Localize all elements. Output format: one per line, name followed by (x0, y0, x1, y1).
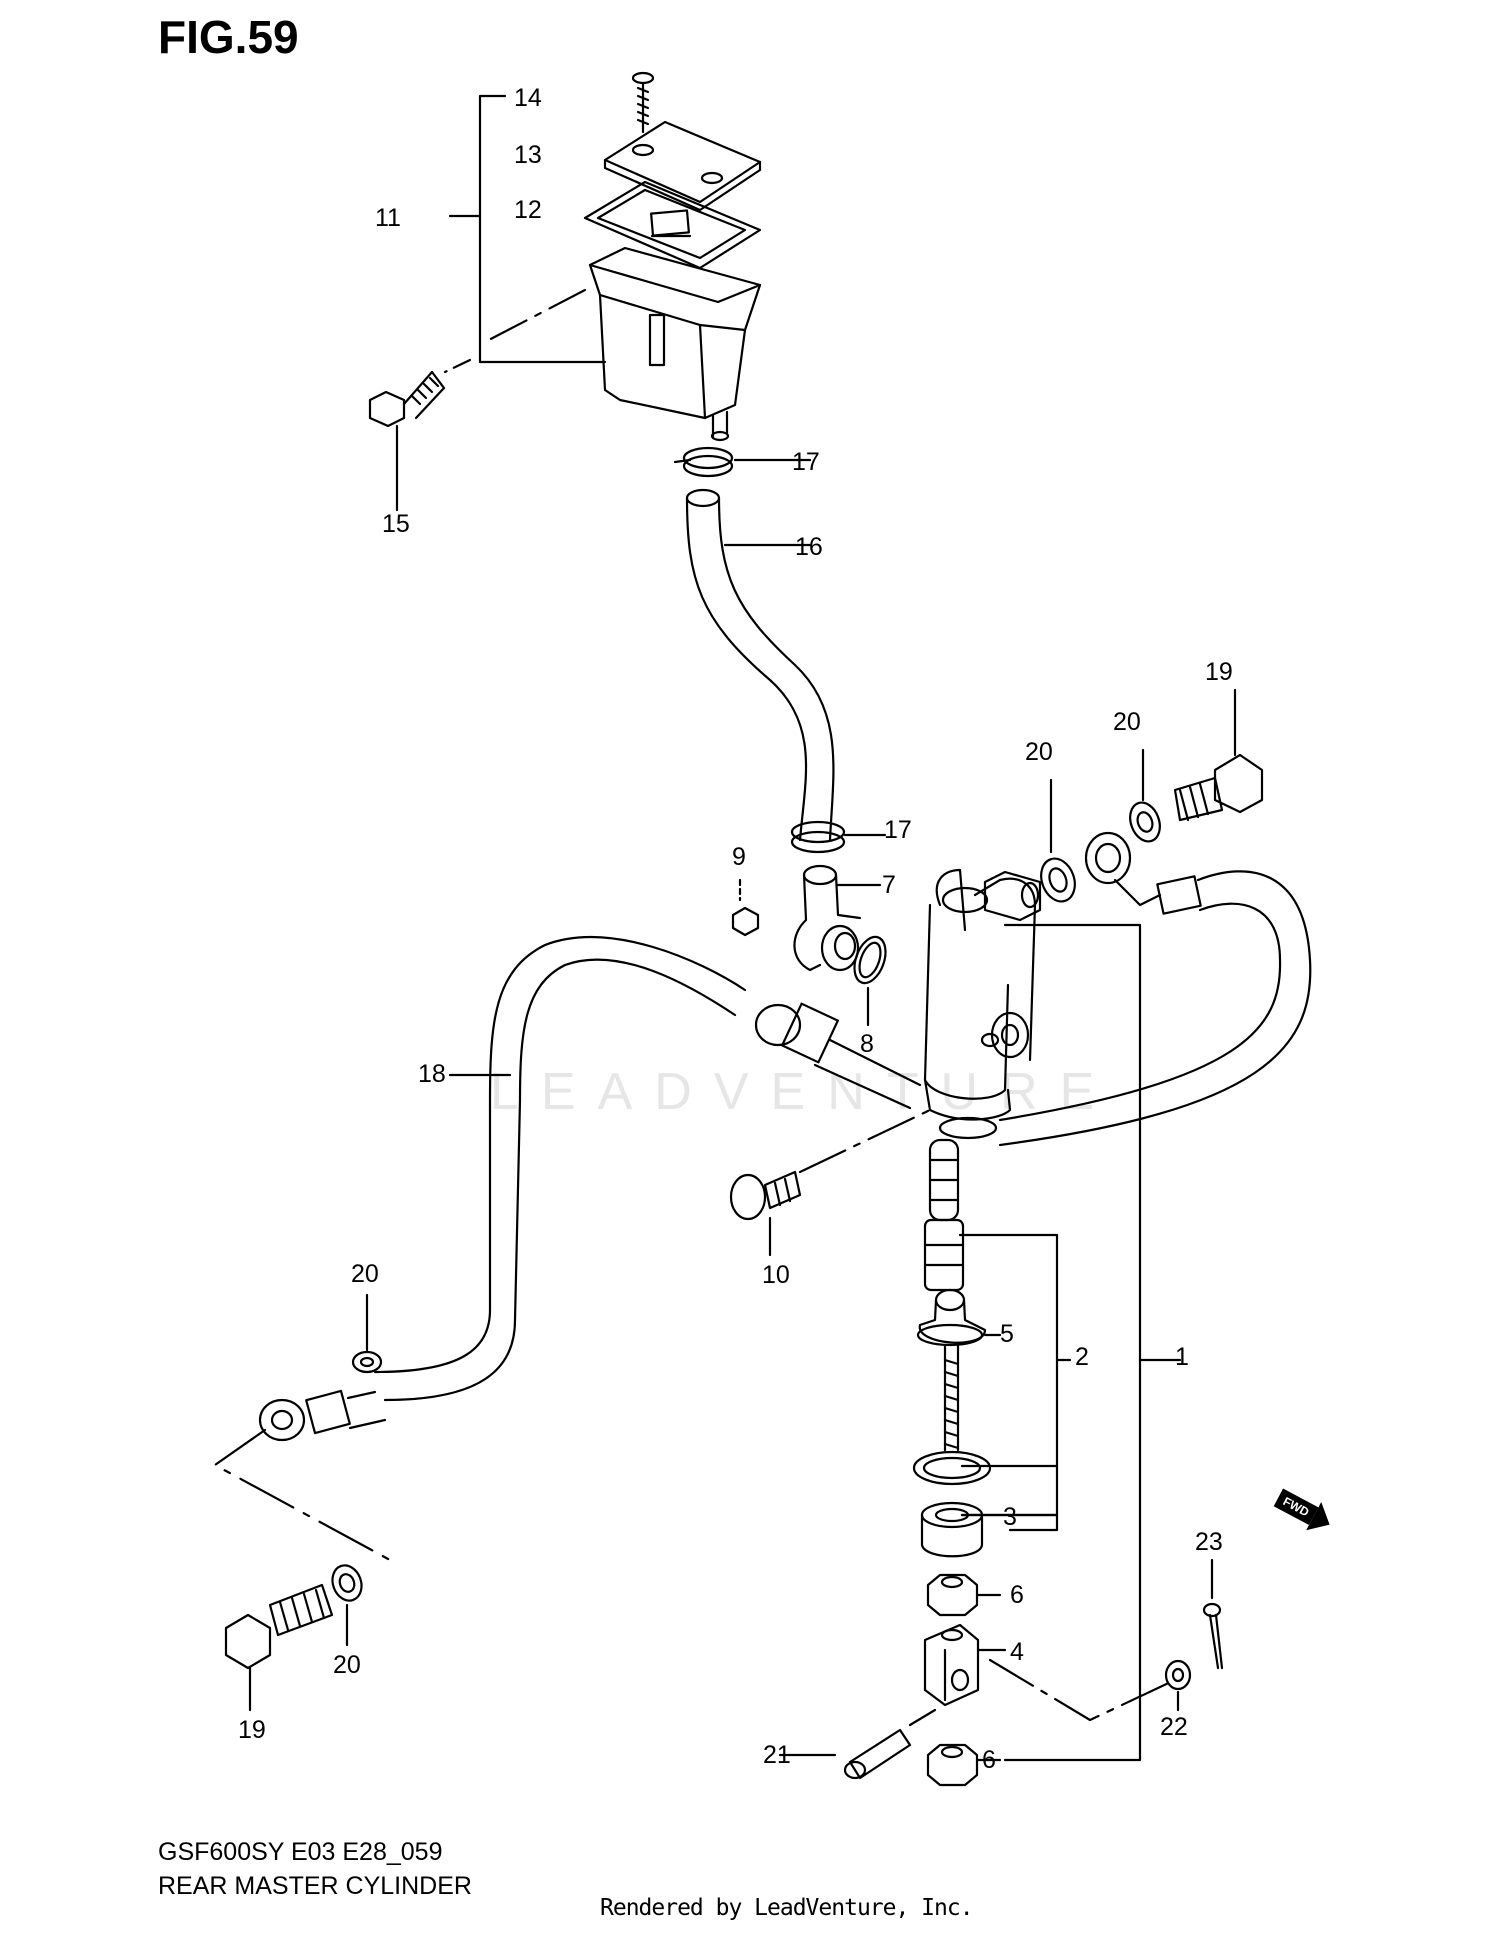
o-ring (853, 935, 887, 1027)
clevis (923, 1623, 1177, 1722)
hose-clamp-upper (673, 446, 812, 478)
callout-14: 14 (514, 84, 542, 112)
banjo-left (213, 1389, 392, 1562)
bolt-15 (368, 370, 446, 512)
washer-20-upper (1040, 778, 1076, 903)
callout-6-upper: 6 (1010, 1581, 1024, 1609)
nut-upper (926, 1573, 1002, 1617)
callout-6-lower: 6 (982, 1746, 996, 1774)
callout-7: 7 (882, 871, 896, 899)
section-name: REAR MASTER CYLINDER (158, 1872, 472, 1900)
callout-4: 4 (1010, 1638, 1024, 1666)
callout-20-left-lower: 20 (333, 1651, 361, 1679)
callout-1: 1 (1175, 1343, 1189, 1371)
callout-15: 15 (382, 510, 410, 538)
circlip (912, 1450, 992, 1486)
callout-23: 23 (1195, 1528, 1223, 1556)
callout-20-cylinder: 20 (1025, 738, 1053, 766)
callout-5: 5 (1000, 1320, 1014, 1348)
banjo-bolt-right (1173, 688, 1264, 822)
figure-title: FIG.59 (158, 11, 299, 63)
nut-lower (926, 1743, 1002, 1787)
screw-9 (731, 878, 760, 937)
callout-12: 12 (514, 196, 542, 224)
callout-17-upper: 17 (792, 448, 820, 476)
callout-13: 13 (514, 141, 542, 169)
diaphragm-plate (583, 180, 762, 270)
callout-11: 11 (375, 204, 401, 232)
screw-10 (729, 1108, 932, 1257)
boot (916, 1288, 1002, 1347)
callout-19-right: 19 (1205, 658, 1233, 686)
callout-20-left-upper: 20 (351, 1260, 379, 1288)
banjo-bolt-left (224, 1583, 334, 1712)
model-code: GSF600SY E03 E28_059 (158, 1838, 443, 1866)
callout-18: 18 (418, 1060, 446, 1088)
push-rod (943, 1343, 960, 1452)
bushing (920, 1501, 984, 1558)
washer-20-right (1129, 748, 1161, 843)
brake-hose-left (373, 936, 922, 1402)
callout-3: 3 (1003, 1503, 1017, 1531)
hose-clamp-lower (790, 820, 887, 854)
piston-assembly (923, 1138, 1072, 1532)
callout-8: 8 (860, 1030, 874, 1058)
callout-2: 2 (1075, 1343, 1089, 1371)
washer-22 (1164, 1659, 1192, 1712)
callout-19-left: 19 (238, 1716, 266, 1744)
callout-17-lower: 17 (884, 816, 912, 844)
clevis-pin (778, 1708, 937, 1780)
callout-9: 9 (732, 843, 746, 871)
hose-connector (793, 864, 882, 972)
reservoir-bracket (448, 94, 607, 364)
rendered-by-credit: Rendered by LeadVenture, Inc. (600, 1895, 974, 1921)
callout-16: 16 (795, 533, 823, 561)
watermark: LEADVENTURE (490, 1063, 1117, 1121)
reservoir-cap (603, 120, 762, 212)
callout-20-right: 20 (1113, 708, 1141, 736)
washer-20-left-lower (331, 1564, 363, 1647)
screw-14 (631, 71, 655, 134)
reservoir-hose (685, 488, 835, 842)
callout-10: 10 (762, 1261, 790, 1289)
callout-21: 21 (763, 1741, 791, 1769)
reservoir-body (443, 246, 762, 442)
master-cylinder-body (923, 868, 1182, 1762)
washer-20-left-upper (351, 1293, 383, 1374)
brake-hose-right (998, 831, 1312, 1147)
callout-22: 22 (1160, 1713, 1188, 1741)
cotter-pin (1202, 1558, 1224, 1670)
